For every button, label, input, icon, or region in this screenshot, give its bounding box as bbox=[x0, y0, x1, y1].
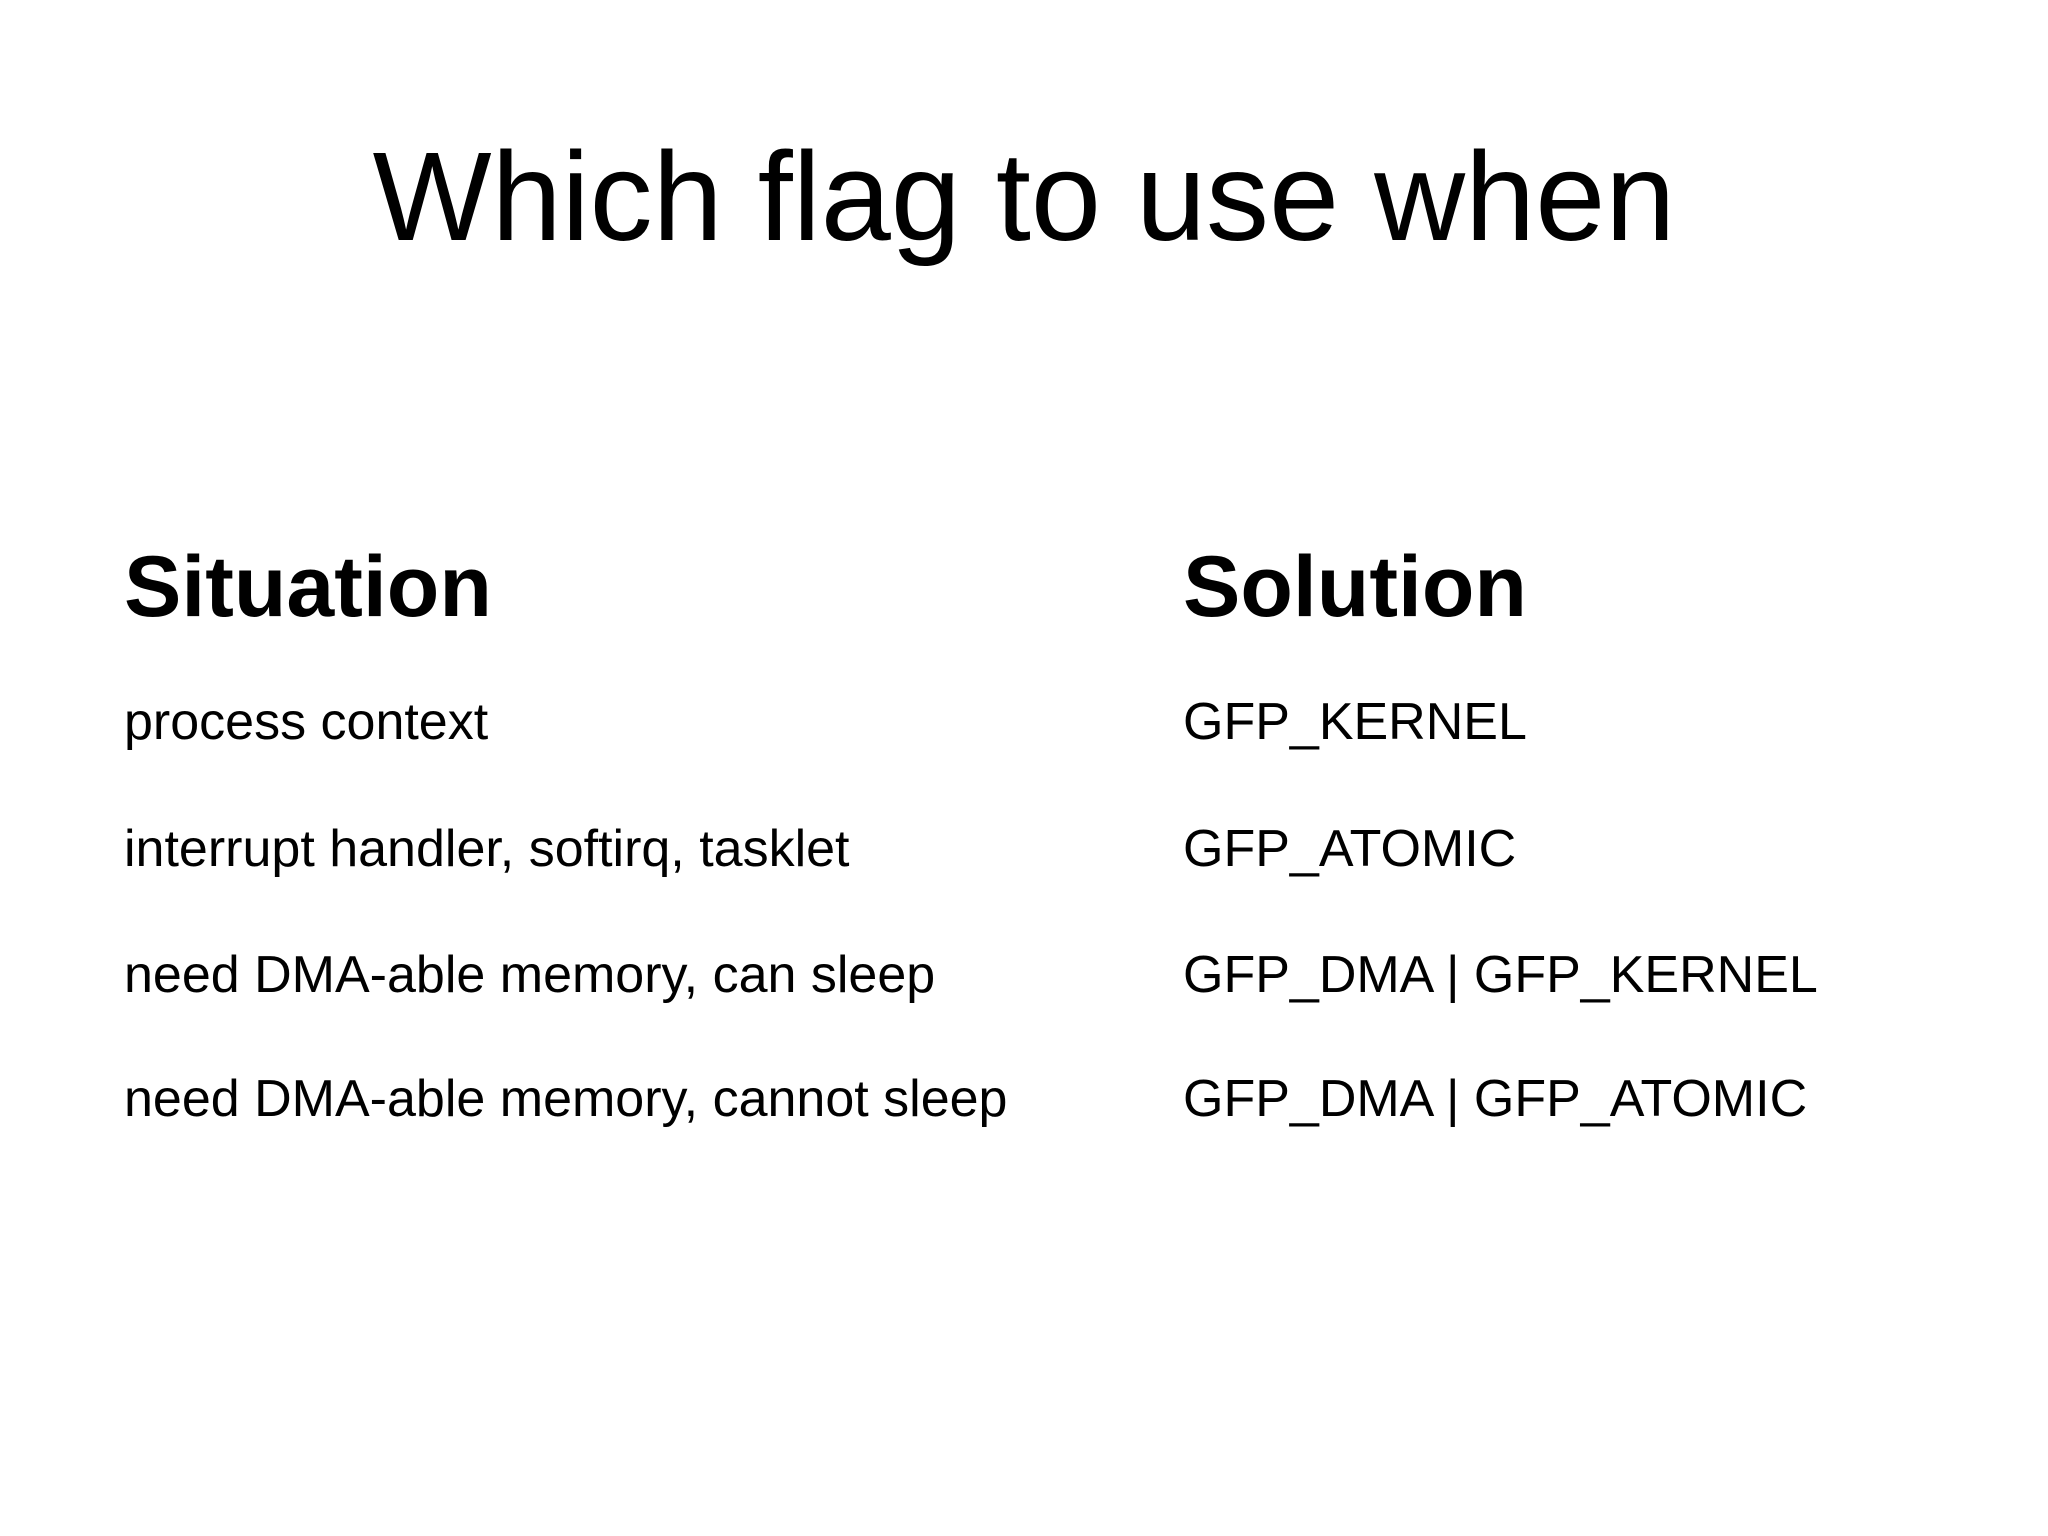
column-header-situation: Situation bbox=[124, 539, 492, 635]
solution-cell: GFP_KERNEL bbox=[1183, 693, 1527, 751]
solution-cell: GFP_DMA | GFP_ATOMIC bbox=[1183, 1070, 1808, 1128]
situation-cell: need DMA-able memory, can sleep bbox=[124, 946, 936, 1004]
situation-cell: interrupt handler, softirq, tasklet bbox=[124, 820, 850, 878]
slide-title: Which flag to use when bbox=[372, 126, 1676, 267]
situation-cell: process context bbox=[124, 693, 489, 751]
solution-cell: GFP_DMA | GFP_KERNEL bbox=[1183, 946, 1818, 1004]
column-header-solution: Solution bbox=[1183, 539, 1527, 635]
solution-cell: GFP_ATOMIC bbox=[1183, 820, 1517, 878]
situation-cell: need DMA-able memory, cannot sleep bbox=[124, 1070, 1008, 1128]
